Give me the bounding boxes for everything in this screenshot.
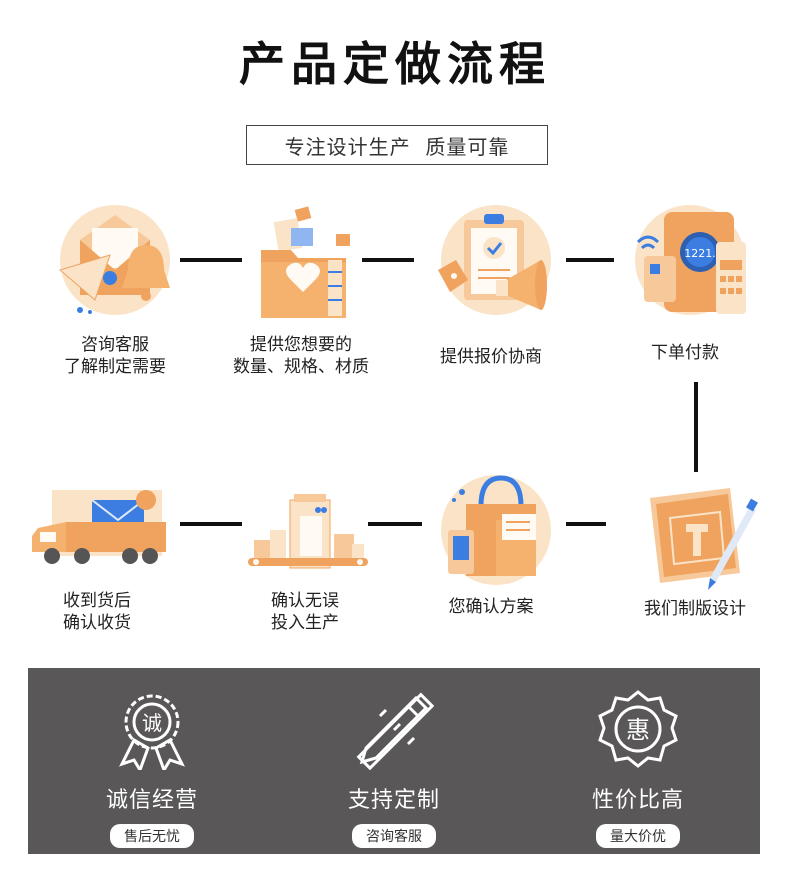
step-quote: 提供报价协商 [406, 200, 576, 368]
blueprint-pen-icon [630, 478, 760, 598]
step-label-line1: 收到货后 [63, 591, 131, 611]
step-confirm-plan: 您确认方案 [406, 470, 576, 618]
step-label-line1: 咨询客服 [81, 335, 149, 355]
delivery-truck-icon [22, 470, 172, 590]
step-label-line1: 提供报价协商 [440, 347, 542, 367]
pos-terminal-icon: 1221. [620, 200, 750, 320]
subtitle-box: 专注设计生产 质量可靠 [246, 125, 548, 165]
step-label-line1: 下单付款 [651, 343, 719, 363]
connector-3-4 [566, 258, 614, 262]
honesty-glyph: 诚 [142, 711, 162, 735]
connector-4-5 [694, 382, 698, 472]
feature-name: 性价比高 [591, 788, 684, 813]
step-consult: 咨询客服 了解制定需要 [30, 200, 200, 378]
connector-1-2 [180, 258, 242, 262]
feature-badge: 咨询客服 [352, 824, 436, 848]
clipboard-megaphone-icon [426, 200, 556, 320]
step-specs: 提供您想要的 数量、规格、材质 [216, 200, 386, 378]
step-label-line1: 确认无误 [271, 591, 339, 611]
step-label-line2: 了解制定需要 [64, 357, 166, 377]
feature-name: 支持定制 [347, 788, 440, 813]
step-receive: 收到货后 确认收货 [12, 470, 182, 634]
folder-heart-icon [236, 200, 366, 320]
connector-5-6 [566, 522, 606, 526]
honesty-medal-icon: 诚 [112, 690, 192, 774]
connector-6-7 [368, 522, 422, 526]
step-label-line2: 投入生产 [271, 613, 339, 633]
feature-badge: 量大价优 [596, 824, 680, 848]
feature-value: 惠 性价比高 量大价优 [538, 668, 738, 848]
step-label-line1: 我们制版设计 [644, 599, 746, 619]
discount-seal-icon: 惠 [598, 690, 678, 770]
connector-2-3 [362, 258, 414, 262]
factory-conveyor-icon [240, 470, 370, 590]
envelope-bell-icon [50, 200, 180, 320]
feature-badge: 售后无忧 [110, 824, 194, 848]
connector-7-8 [180, 522, 242, 526]
subtitle-text: 专注设计生产 质量可靠 [284, 134, 510, 159]
value-glyph: 惠 [626, 716, 650, 744]
step-label-line1: 提供您想要的 [250, 335, 352, 355]
step-label-line1: 您确认方案 [448, 597, 534, 617]
pos-screen-text: 1221. [684, 247, 716, 260]
step-design: 我们制版设计 [610, 478, 780, 620]
pencil-ruler-icon [354, 690, 435, 771]
feature-custom: 支持定制 咨询客服 [294, 668, 494, 848]
step-label-line2: 数量、规格、材质 [233, 357, 369, 377]
feature-panel: 诚 诚信经营 售后无忧 支持定制 咨询客服 惠 性价 [28, 668, 760, 854]
feature-honesty: 诚 诚信经营 售后无忧 [52, 668, 252, 848]
step-label-line2: 确认收货 [63, 613, 131, 633]
page-title: 产品定做流程 [239, 37, 551, 91]
step-production: 确认无误 投入生产 [220, 470, 390, 634]
step-payment: 1221. 下单付款 [600, 200, 770, 364]
shopping-bag-icon [426, 470, 556, 590]
feature-name: 诚信经营 [105, 788, 198, 813]
